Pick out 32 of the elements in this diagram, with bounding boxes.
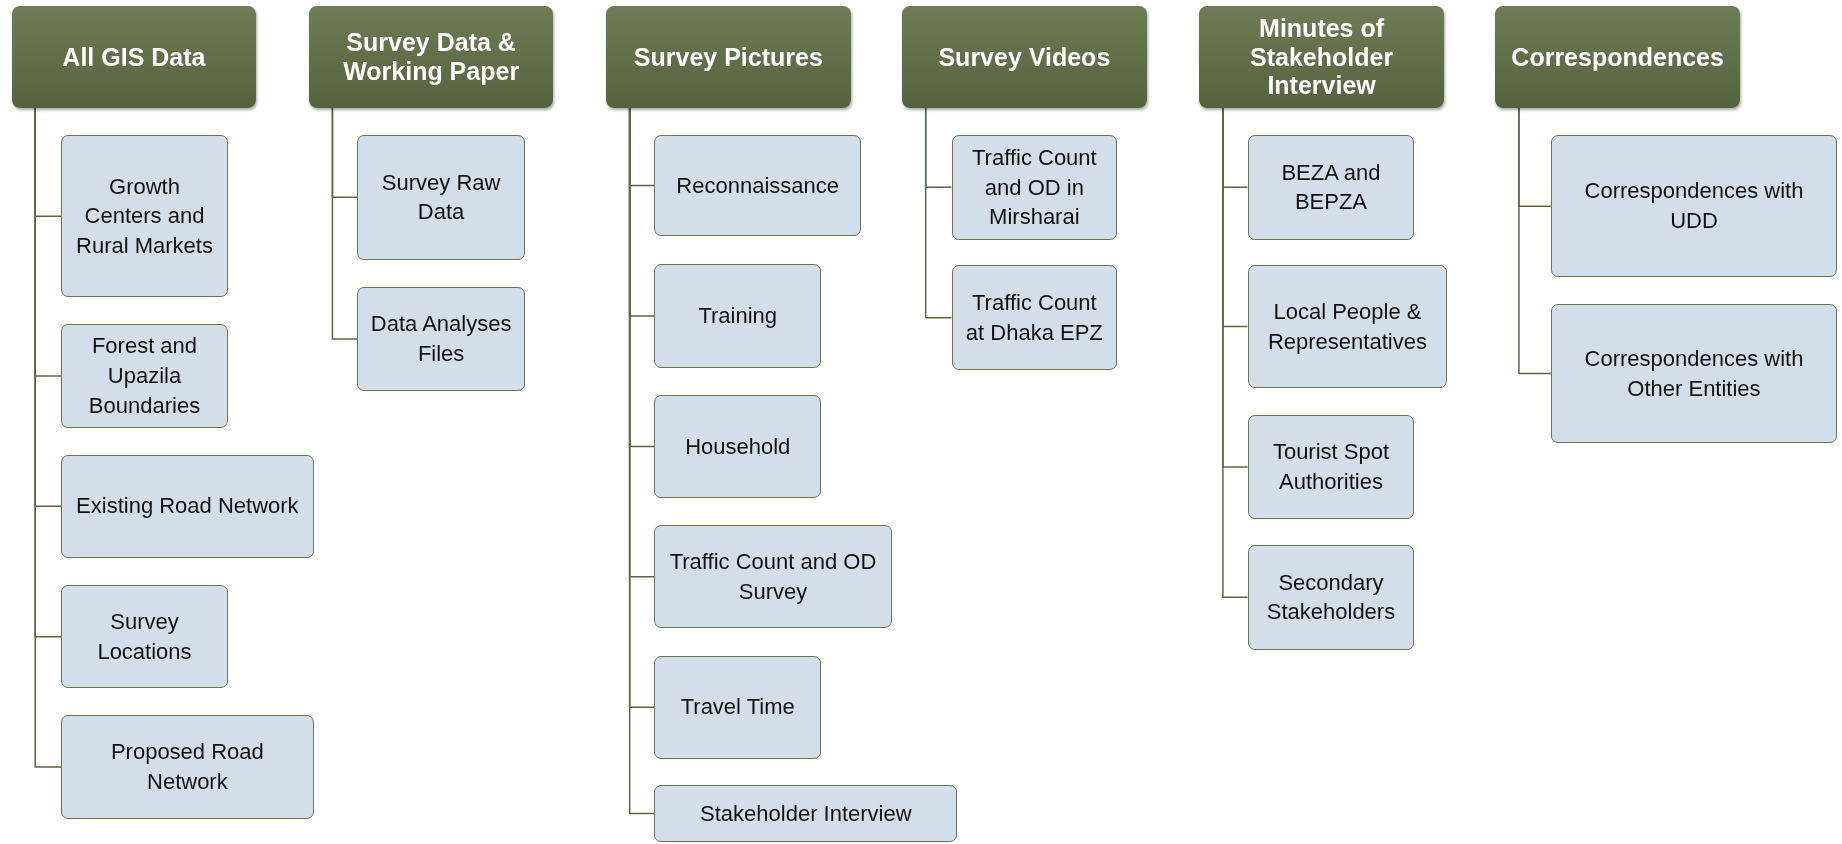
item-box: Training — [654, 264, 822, 368]
item-box: Data Analyses Files — [357, 286, 526, 392]
item-box: Correspondences with Other Entities — [1550, 304, 1838, 443]
connector-line — [628, 107, 656, 815]
connector-line — [1518, 107, 1552, 375]
item-box: Traffic Count at Dhaka EPZ — [951, 265, 1118, 371]
category-header: Minutes of Stakeholder Interview — [1199, 5, 1444, 109]
item-box: Household — [654, 394, 822, 499]
connector-line — [924, 107, 953, 319]
item-box: Secondary Stakeholders — [1247, 545, 1415, 650]
category-header: Survey Data & Working Paper — [308, 5, 554, 109]
item-box: Proposed Road Network — [61, 715, 314, 819]
category-header: Survey Pictures — [606, 5, 851, 109]
item-box: Stakeholder Interview — [654, 784, 958, 843]
item-box: Survey Locations — [61, 585, 228, 689]
item-box: Local People & Representatives — [1247, 265, 1448, 388]
item-box: Reconnaissance — [654, 135, 862, 237]
item-box: BEZA and BEPZA — [1247, 135, 1415, 240]
item-box: Travel Time — [654, 655, 822, 759]
item-box: Growth Centers and Rural Markets — [61, 135, 228, 298]
item-box: Survey Raw Data — [357, 135, 526, 260]
item-box: Existing Road Network — [61, 454, 314, 558]
item-box: Traffic Count and OD in Mirsharai — [951, 135, 1118, 240]
item-box: Forest and Upazila Boundaries — [61, 324, 228, 428]
connector-line — [34, 107, 62, 768]
category-header: Correspondences — [1495, 5, 1740, 109]
category-header: All GIS Data — [11, 5, 257, 109]
item-box: Traffic Count and OD Survey — [654, 525, 892, 629]
connector-line — [331, 107, 358, 340]
item-box: Correspondences with UDD — [1550, 135, 1838, 278]
category-header: Survey Videos — [902, 5, 1147, 109]
item-box: Tourist Spot Authorities — [1247, 414, 1415, 520]
